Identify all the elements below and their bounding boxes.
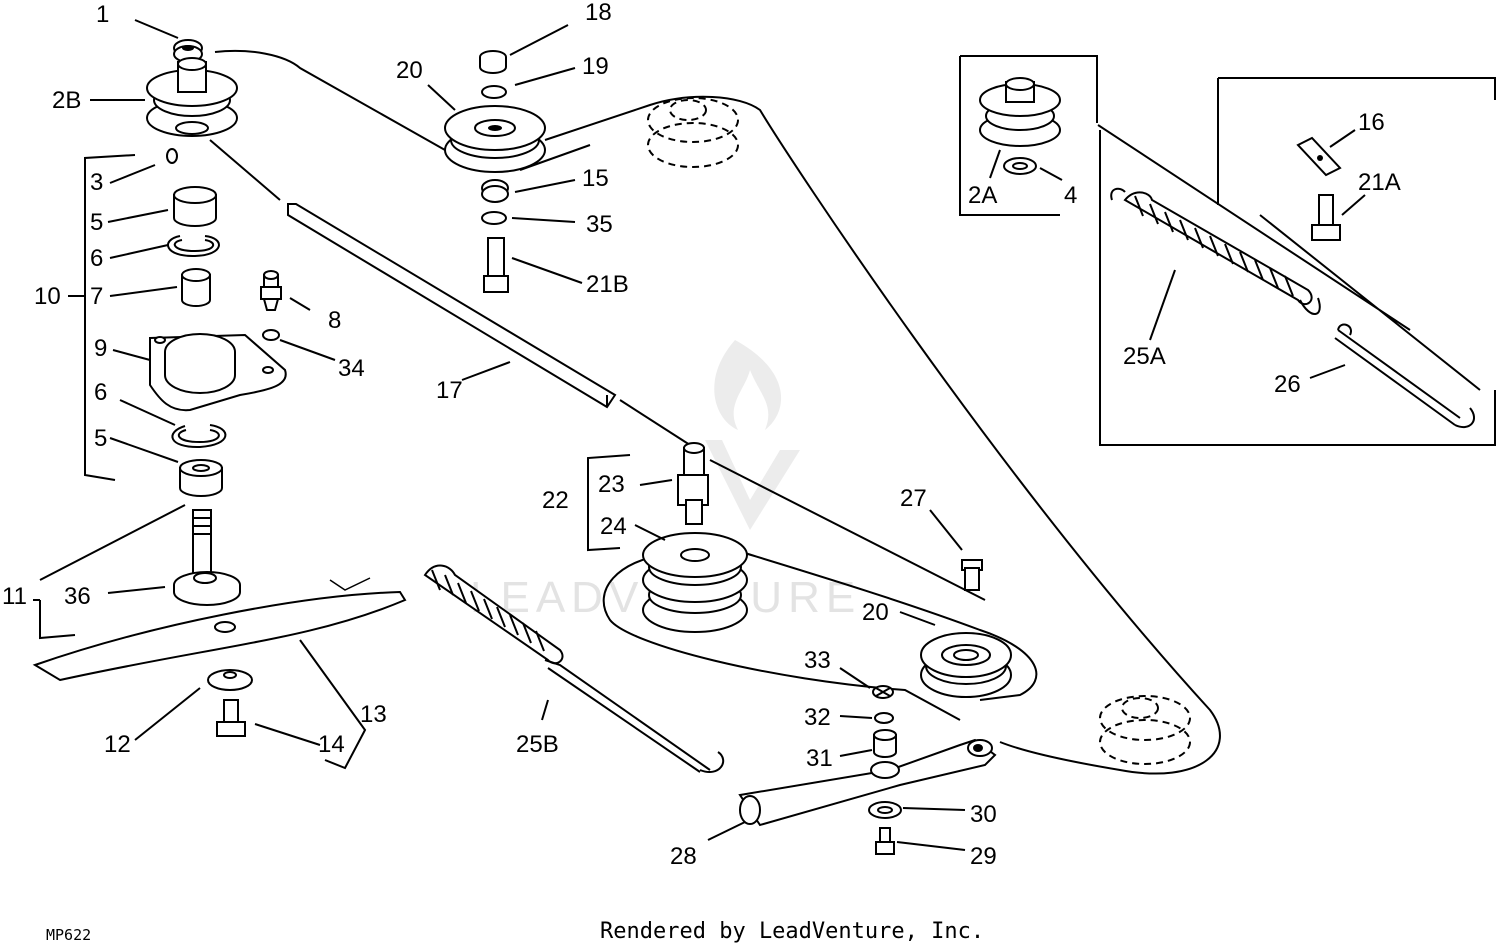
bolt-part-21A (1311, 194, 1341, 241)
drive-belt-outline (209, 49, 1221, 775)
washer-part-12 (207, 669, 253, 691)
bolt-part-27 (961, 559, 983, 591)
diagram-code: MP622 (46, 926, 91, 944)
pulley-part-2B (146, 57, 238, 137)
callout-21A: 21A (1358, 169, 1401, 196)
washer-part-30 (868, 801, 902, 819)
bolt-part-21B (483, 237, 509, 293)
bushing-part-31 (873, 729, 897, 758)
washer-part-35 (481, 211, 507, 225)
spindle-housing-part-9 (149, 333, 287, 412)
callout-5-upper: 5 (90, 209, 103, 236)
leader-lines (90, 19, 1366, 851)
callout-11: 11 (2, 583, 27, 610)
callout-15: 15 (582, 165, 609, 192)
callout-9: 9 (94, 335, 107, 362)
callout-2A: 2A (968, 182, 997, 209)
callout-23: 23 (598, 471, 625, 498)
blade-part-13 (32, 577, 407, 682)
callout-16: 16 (1358, 109, 1385, 136)
bracket-10 (68, 154, 136, 481)
idler-pulley-part-20-lower (920, 632, 1012, 698)
callout-28: 28 (670, 843, 697, 870)
bracket-13 (299, 639, 367, 770)
callout-7: 7 (90, 283, 103, 310)
callout-27: 27 (900, 485, 927, 512)
callout-14: 14 (318, 731, 345, 758)
spindle-shaft-part-36 (173, 509, 241, 606)
snap-ring-part-6-upper (167, 235, 220, 258)
hidden-spindle-bottom-right (1099, 695, 1191, 765)
callout-3: 3 (90, 169, 103, 196)
part-3 (166, 148, 178, 164)
callout-36: 36 (64, 583, 91, 610)
bearing-part-5-upper (173, 186, 217, 227)
callout-26: 26 (1274, 371, 1301, 398)
callout-34: 34 (338, 355, 365, 382)
spacer-part-7 (181, 268, 211, 307)
double-pulley-part-24 (642, 532, 748, 633)
callout-18: 18 (585, 0, 612, 26)
bracket-11 (33, 504, 186, 640)
callout-35: 35 (586, 211, 613, 238)
bolt-part-29 (875, 827, 895, 855)
callout-20-upper: 20 (396, 57, 423, 84)
grease-fitting-part-8 (260, 270, 282, 311)
bracket-22 (587, 454, 631, 552)
bolt-part-14 (216, 699, 246, 737)
callout-20-lower: 20 (862, 599, 889, 626)
callout-33: 33 (804, 647, 831, 674)
idler-pulley-part-20-upper (444, 105, 546, 173)
spring-part-25B (423, 564, 725, 773)
nut-part-18 (479, 50, 507, 74)
callout-21B: 21B (586, 271, 629, 298)
washer-part-34 (262, 329, 280, 341)
callout-30: 30 (970, 801, 997, 828)
callout-25A: 25A (1123, 343, 1166, 370)
callout-29: 29 (970, 843, 997, 870)
callout-labels: 1 2B 3 5 6 7 10 8 9 34 6 5 11 36 12 14 1… (2, 0, 1401, 870)
inset-box-pulley-2A (959, 55, 1098, 216)
callout-4: 4 (1064, 182, 1077, 209)
callout-24: 24 (600, 513, 627, 540)
callout-6-upper: 6 (90, 245, 103, 272)
callout-2B: 2B (52, 87, 81, 114)
callout-6-lower: 6 (94, 379, 107, 406)
callout-13: 13 (360, 701, 387, 728)
bearing-part-5-lower (179, 459, 223, 497)
callout-19: 19 (582, 53, 609, 80)
callout-5-lower: 5 (94, 425, 107, 452)
washer-part-32 (874, 712, 894, 724)
callout-32: 32 (804, 704, 831, 731)
callout-1: 1 (96, 1, 109, 28)
hidden-spindle-top-right (647, 97, 739, 168)
callout-22: 22 (542, 487, 569, 514)
nut-part-33 (872, 685, 894, 699)
rod-part-26 (1334, 323, 1475, 428)
callout-8: 8 (328, 307, 341, 334)
spacer-part-15 (481, 179, 509, 203)
callout-17: 17 (436, 377, 463, 404)
callout-10: 10 (34, 283, 61, 310)
snap-ring-part-6-lower (171, 424, 227, 449)
plate-part-16 (1296, 136, 1342, 177)
callout-12: 12 (104, 731, 131, 758)
footer-rendered-by: Rendered by LeadVenture, Inc. (600, 919, 984, 944)
washer-part-19 (481, 85, 507, 99)
idler-arm-part-28 (738, 738, 997, 827)
callout-31: 31 (806, 745, 833, 772)
inset-box-spring-25A (1097, 77, 1496, 446)
callout-25B: 25B (516, 731, 559, 758)
shaft-part-23 (677, 442, 709, 525)
rod-part-17 (287, 203, 617, 409)
